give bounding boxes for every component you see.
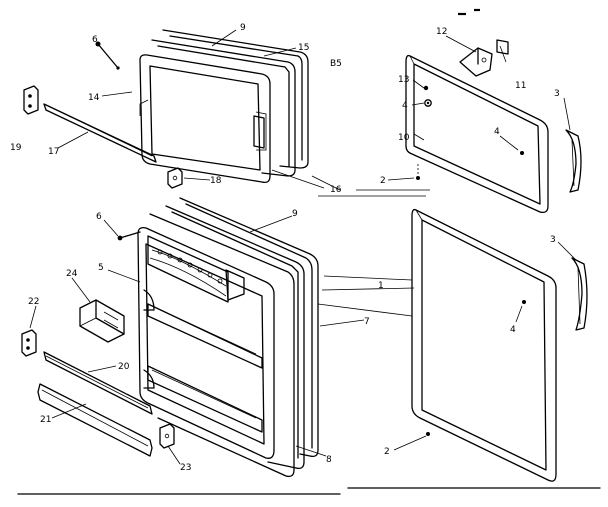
callout-11: 11 <box>515 81 526 91</box>
fresh-food-door-outer <box>411 208 588 482</box>
callout-22: 22 <box>28 297 39 307</box>
callout-7: 7 <box>364 317 370 327</box>
callout-16: 16 <box>330 185 342 195</box>
fresh-food-liner-assembly <box>117 197 319 478</box>
callout-2-lower: 2 <box>384 447 390 457</box>
shelf-dots <box>157 249 223 284</box>
callout-15: 15 <box>298 43 309 53</box>
part-23-clip <box>159 423 175 449</box>
callout-6-top: 6 <box>92 35 98 45</box>
callout-4-c: 4 <box>510 325 516 335</box>
part-17-trim <box>43 103 157 163</box>
callout-21: 21 <box>40 415 51 425</box>
callout-4-a: 4 <box>402 101 408 111</box>
part-22-hinge <box>21 329 37 357</box>
part-19-hinge <box>23 85 39 115</box>
callout-18: 18 <box>210 176 222 186</box>
callout-4-b: 4 <box>494 127 500 137</box>
callout-19: 19 <box>10 143 22 153</box>
callout-10: 10 <box>398 133 410 143</box>
callout-5: 5 <box>98 263 104 273</box>
callout-8: 8 <box>326 455 332 465</box>
callout-13: 13 <box>398 75 409 85</box>
part-24-bracket <box>79 299 125 343</box>
part-21-rail <box>37 383 153 457</box>
callout-12: 12 <box>436 27 447 37</box>
freezer-door-outer <box>405 39 582 214</box>
callout-6-lower: 6 <box>96 212 102 222</box>
freezer-liner-assembly <box>95 29 309 184</box>
callout-23: 23 <box>180 463 191 473</box>
part-18-clip <box>167 167 183 189</box>
leader-lines <box>29 29 577 465</box>
callout-3-top: 3 <box>554 89 560 99</box>
corner-marks <box>458 8 480 16</box>
callout-9-top: 9 <box>240 23 246 33</box>
callout-9-lower: 9 <box>292 209 298 219</box>
page-code: B5 <box>330 59 342 69</box>
callout-1: 1 <box>378 281 384 291</box>
callout-24: 24 <box>66 269 78 279</box>
callout-2-top: 2 <box>380 176 386 186</box>
callout-3-lower: 3 <box>550 235 556 245</box>
bottom-rule <box>17 487 601 495</box>
part-20-rail <box>43 351 153 415</box>
callout-14: 14 <box>88 93 100 103</box>
callout-17: 17 <box>48 147 59 157</box>
callouts: 9 15 6 14 17 19 18 16 12 11 13 4 10 4 3 … <box>10 23 560 473</box>
callout-20: 20 <box>118 362 130 372</box>
